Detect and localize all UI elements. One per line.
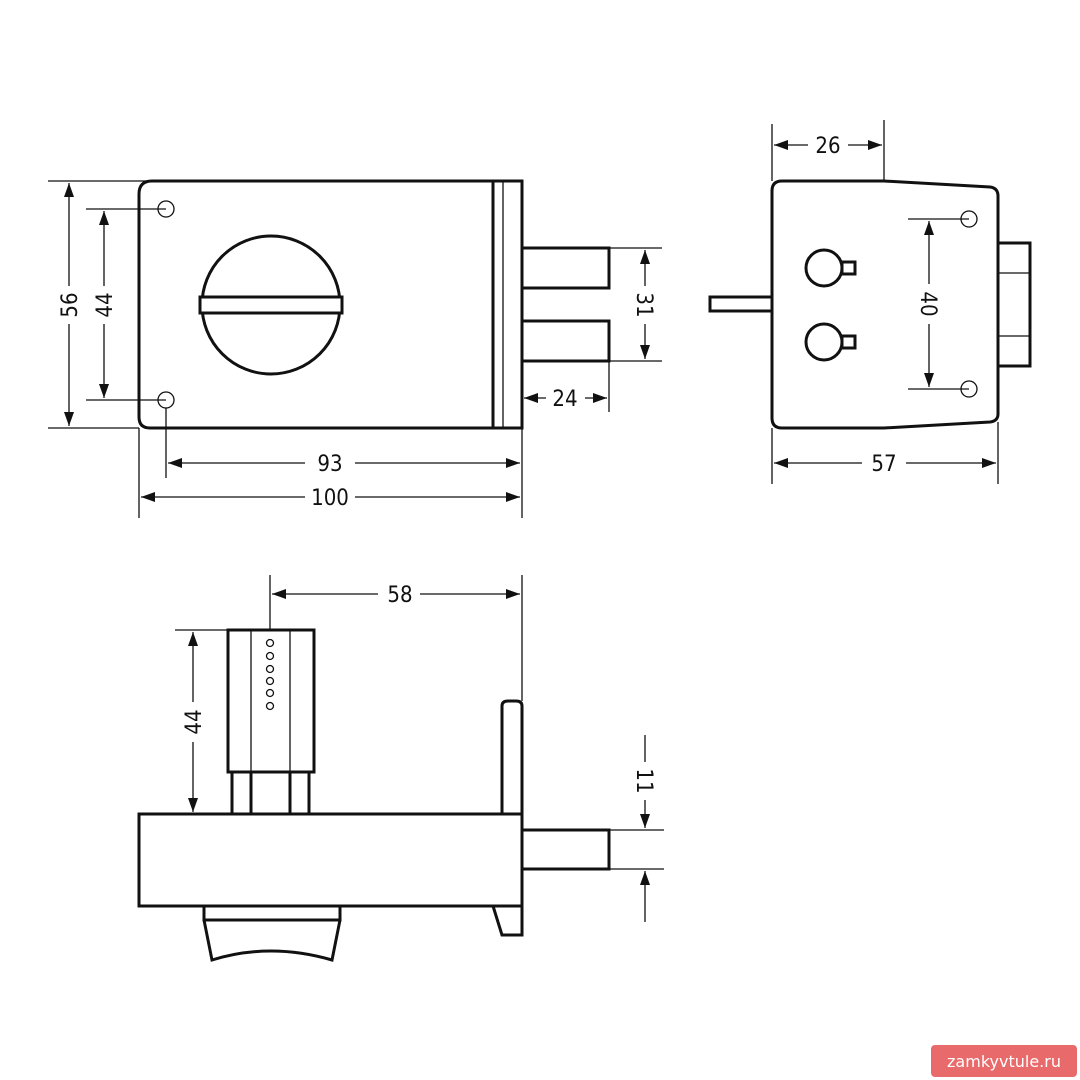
watermark-badge: zamkyvtule.ru <box>931 1045 1077 1077</box>
dim-58-label: 58 <box>387 583 412 608</box>
side-view <box>708 179 1032 430</box>
dim-11-label: 11 <box>631 768 656 793</box>
side-body <box>770 179 1000 430</box>
dim-24-label: 24 <box>552 387 577 412</box>
bolt-lower <box>520 319 611 363</box>
bottom-dimensions: 58 44 11 <box>175 575 664 922</box>
watermark-text: zamkyvtule.ru <box>947 1051 1061 1071</box>
dim-93-label: 93 <box>317 452 342 477</box>
bottom-faceplate <box>491 699 524 937</box>
dim-31-label: 31 <box>631 292 656 317</box>
side-spindle <box>708 295 774 313</box>
side-bolt-block <box>996 241 1032 368</box>
cylinder-pin-icon <box>804 322 844 362</box>
bolt-upper <box>520 246 611 290</box>
front-view <box>137 179 611 430</box>
dim-44-label: 44 <box>93 292 118 317</box>
bottom-body <box>137 812 524 908</box>
bottom-view <box>137 628 611 962</box>
dim-100-label: 100 <box>311 486 349 511</box>
bottom-bolt <box>520 828 611 871</box>
dim-40-label: 40 <box>915 291 940 316</box>
dim-56-label: 56 <box>58 292 83 317</box>
cylinder-body <box>226 628 316 774</box>
front-body <box>137 179 524 430</box>
front-dimensions: 56 44 31 24 93 100 <box>48 180 662 518</box>
key-pins-icon <box>265 638 275 711</box>
side-dimensions: 26 40 57 <box>771 120 999 484</box>
dim-44-bottom-label: 44 <box>182 709 207 734</box>
dim-57-label: 57 <box>871 452 896 477</box>
cylinder-pin-icon <box>804 248 844 288</box>
knob-slot <box>198 295 344 315</box>
knob-profile <box>202 906 342 962</box>
dim-26-label: 26 <box>815 134 840 159</box>
